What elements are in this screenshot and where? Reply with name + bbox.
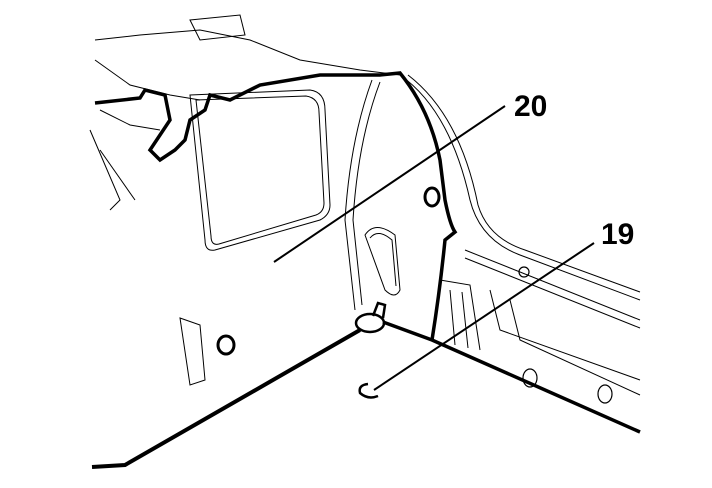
floor-hole xyxy=(522,368,538,388)
fastener xyxy=(358,382,379,399)
floor-edge xyxy=(91,328,361,469)
retainer-clip xyxy=(354,301,387,334)
callout-20: 20 xyxy=(514,90,548,123)
panel-hole xyxy=(423,186,441,208)
leader-line-19 xyxy=(373,242,595,391)
trim-panel-edge xyxy=(94,71,458,341)
trim-panel-outline xyxy=(179,79,641,396)
floor-edge xyxy=(382,320,641,434)
panel-hole xyxy=(216,334,236,356)
leader-line-20 xyxy=(273,105,506,263)
upper-body-structure xyxy=(89,14,641,329)
floor-hole xyxy=(597,384,613,404)
callout-19: 19 xyxy=(601,218,635,251)
fastener-hole xyxy=(518,266,530,278)
